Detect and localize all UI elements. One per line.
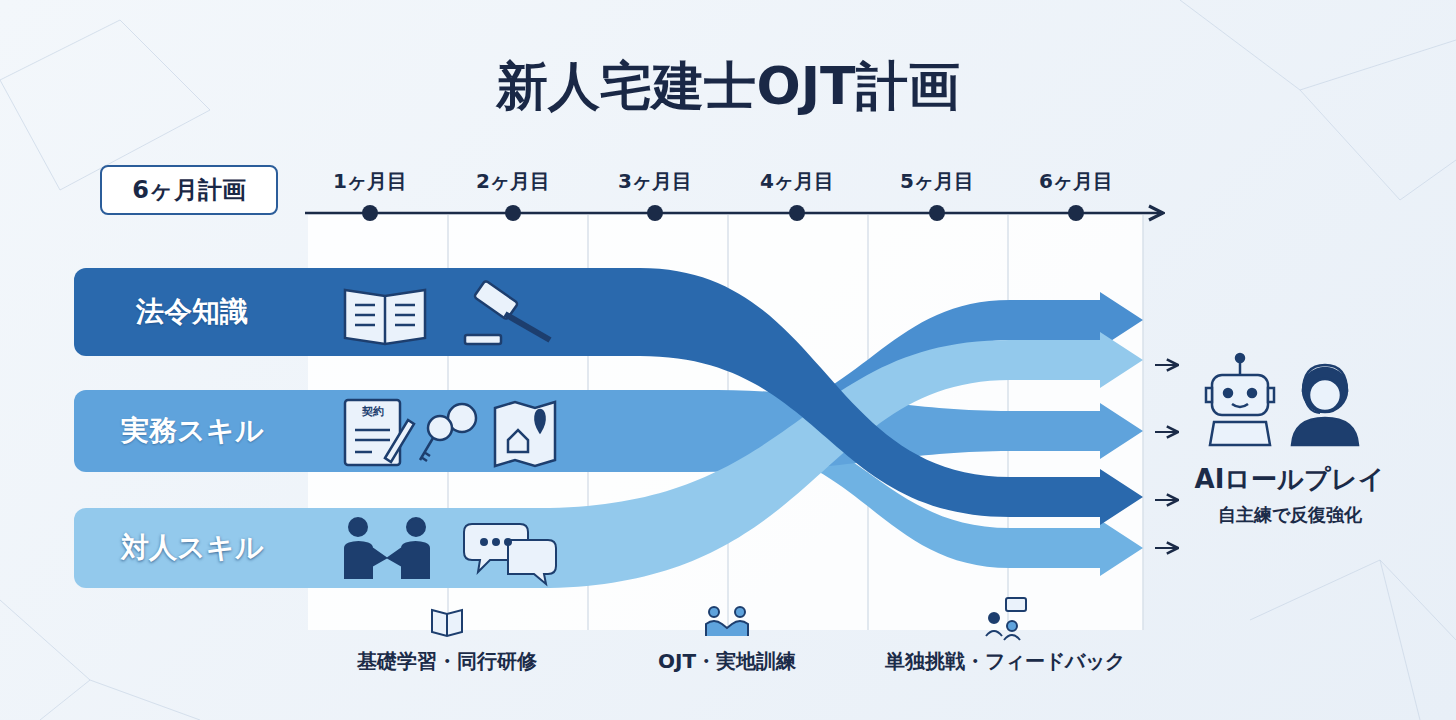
month-label: 1ヶ月目 [333,168,407,195]
ai-icons-shape [1292,418,1358,445]
people-icons-shape [407,518,425,536]
month-label: 6ヶ月目 [1039,168,1113,195]
node-label: 対人スキル [121,529,264,567]
ai-icons-shape [1303,368,1347,412]
month-label: 4ヶ月目 [760,168,834,195]
timeline-axis-shape [1068,205,1084,221]
phase-icons-shape [1006,598,1026,611]
month-label: 3ヶ月目 [618,168,692,195]
ai-icons-shape [1236,354,1244,362]
ai-icons [1206,354,1358,445]
practice-icons-shape [385,420,414,462]
phase-label: 基礎学習・同行研修 [357,648,537,675]
phase-label: OJT・実地訓練 [658,648,796,675]
phase-label: 単独挑戦・フィードバック [885,648,1125,675]
practice-icons-shape [428,416,452,440]
grid-panel-shape [1142,215,1144,630]
phase-icons-shape [989,613,999,623]
timeline-axis [305,205,1163,221]
phase-icons-shape [706,621,748,636]
ai-icons-shape [1305,398,1320,413]
output-arrows [1155,365,1178,548]
people-icons-shape [481,539,487,545]
ai-icons-shape [1212,375,1268,415]
phase-icons-shape [709,607,719,617]
law-icons-shape [465,335,501,344]
phase-icons-shape [1007,621,1017,631]
ai-icons-shape [1206,388,1212,402]
flow-bands-shape [300,268,1143,525]
skill-band: 実務スキル [74,390,310,472]
document-caption: 契約 [362,404,384,419]
plan-badge: 6ヶ月計画 [100,165,278,215]
timeline-axis-shape [362,205,378,221]
timeline-axis-shape [789,205,805,221]
ai-icons-shape [1303,365,1347,392]
flow-bands-shape [300,390,1143,472]
phase-icons [432,598,1026,640]
people-icons [345,518,556,584]
law-icons-shape [355,305,415,325]
node-label: 実務スキル [121,412,264,450]
diagram-title: 新人宅建士OJT計画 [0,52,1456,122]
people-icons-shape [345,542,386,578]
people-icons-shape [508,540,556,584]
output-arrows-shape [1155,431,1178,433]
node-label: 法令知識 [136,293,248,331]
phase-icons-shape [446,614,448,636]
law-icons-shape [384,296,387,344]
ai-icons-shape [1309,379,1341,411]
timeline-axis-shape [362,205,1084,221]
timeline-axis-shape [647,205,663,221]
phase-icons-shape [735,607,745,617]
flow-bands [300,268,1143,588]
practice-icons [345,400,555,466]
ai-icons-shape [1210,422,1270,445]
practice-icons-shape [535,410,544,432]
law-icons-shape [505,314,550,340]
practice-icons-shape [420,438,433,461]
people-icons-shape [349,518,367,536]
ai-title: AIロールプレイ [1195,462,1386,497]
practice-icons-shape [508,430,528,452]
ai-icons-shape [1239,362,1242,375]
practice-icons-shape [355,430,390,452]
skill-band: 対人スキル [74,508,310,588]
output-arrows-shape [1155,364,1178,366]
output-arrows-shape [1155,499,1178,501]
month-label: 5ヶ月目 [900,168,974,195]
node-label: 6ヶ月計画 [132,174,246,206]
people-icons-shape [493,539,499,545]
people-icons-shape [388,542,429,578]
month-label: 2ヶ月目 [476,168,550,195]
practice-icons-shape [495,402,555,466]
law-icons-shape [345,290,425,344]
flow-bands-shape [300,332,1143,588]
timeline-axis-shape [505,205,521,221]
law-icons [345,280,550,344]
ai-icons-shape [1268,388,1274,402]
phase-icons-shape [432,610,462,636]
phase-icons-shape [986,631,1020,640]
ai-subtitle: 自主練で反復強化 [1218,503,1362,527]
people-icons-shape [505,539,511,545]
skill-band: 法令知識 [74,268,310,356]
ai-icons-shape [1248,389,1256,397]
ai-icons-shape [1232,404,1248,407]
output-arrows-shape [1155,547,1178,549]
law-icons-shape [474,280,518,319]
timeline-axis-shape [305,212,1163,215]
timeline-axis-shape [929,205,945,221]
ai-icons-shape [1224,389,1232,397]
